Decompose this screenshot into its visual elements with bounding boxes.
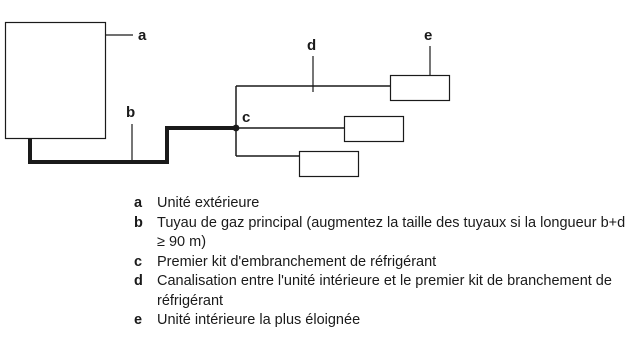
outdoor-unit [4, 21, 107, 140]
legend-item-b: b Tuyau de gaz principal (augmentez la t… [134, 214, 634, 253]
legend-item-d: d Canalisation entre l'unité intérieure … [134, 272, 634, 311]
legend-description: Unité intérieure la plus éloignée [157, 312, 361, 328]
indoor-unit-middle [343, 115, 405, 143]
legend-key: b [134, 214, 143, 231]
legend-description: Unité extérieure [157, 195, 260, 211]
callout-a: a [138, 27, 147, 44]
callout-c: c [242, 109, 250, 126]
legend-key: d [134, 273, 143, 289]
main-gas-pipe [28, 126, 236, 164]
indoor-unit-bottom [298, 150, 360, 178]
legend-description: Premier kit d'embranchement de réfrigéra… [157, 253, 437, 270]
legend-key: c [134, 253, 143, 270]
callout-d: d [307, 37, 316, 54]
legend-item-e: e Unité intérieure la plus éloignée [134, 311, 634, 331]
callout-b: b [126, 104, 135, 121]
legend-key: a [134, 195, 143, 211]
indoor-unit-farthest [389, 74, 451, 102]
legend-description: Tuyau de gaz principal (augmentez la tai… [157, 214, 626, 251]
legend-list: a Unité extérieure b Tuyau de gaz princi… [134, 194, 634, 331]
callout-e: e [424, 27, 432, 44]
branch-kit-dot [232, 124, 240, 132]
legend-item-a: a Unité extérieure [134, 194, 634, 214]
legend-key: e [134, 312, 143, 328]
piping-diagram: a b c d e [4, 21, 451, 178]
legend-item-c: c Premier kit d'embranchement de réfrigé… [134, 253, 634, 273]
legend-description: Canalisation entre l'unité intérieure et… [157, 273, 612, 309]
